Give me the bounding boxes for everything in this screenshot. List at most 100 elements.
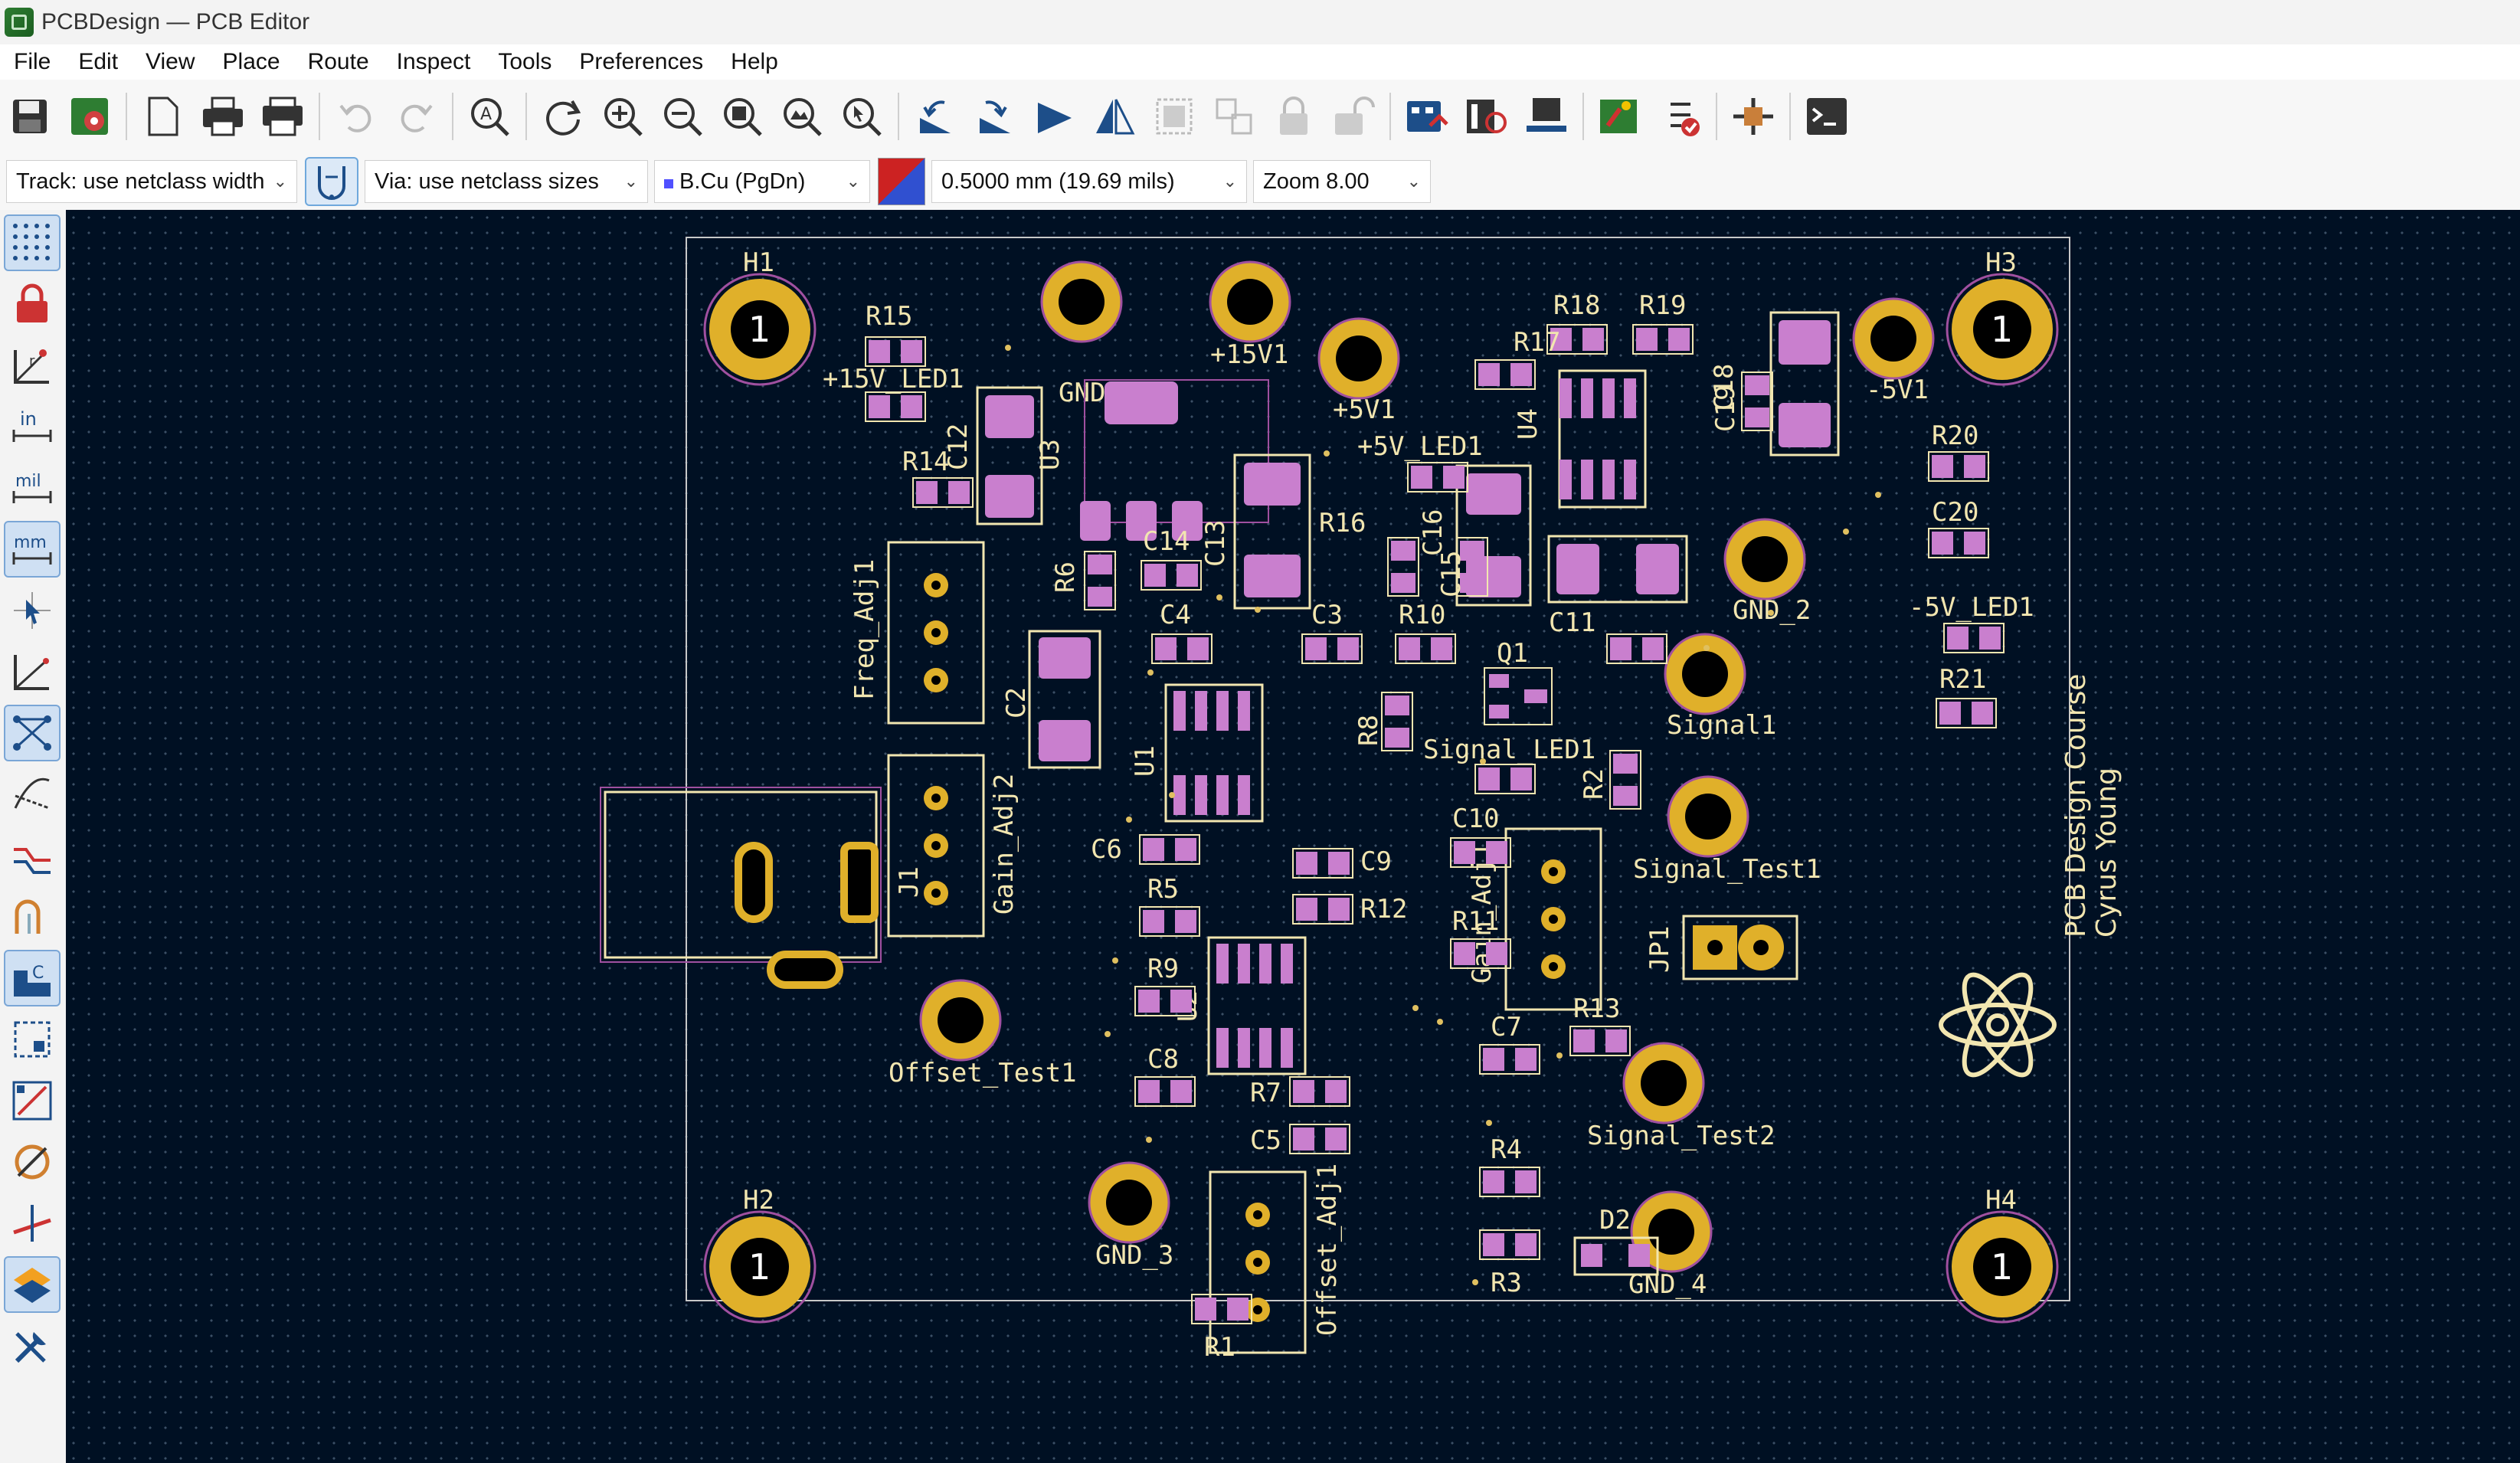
cursor-icon[interactable] <box>4 582 61 639</box>
lock-icon[interactable] <box>1267 90 1321 143</box>
toolbar-separator <box>1716 93 1717 140</box>
menu-route[interactable]: Route <box>307 49 369 74</box>
menu-preferences[interactable]: Preferences <box>579 49 704 74</box>
testpoint-5v1[interactable]: +5V1 <box>1317 317 1400 425</box>
plot-icon[interactable] <box>256 90 309 143</box>
graphics-sketch-icon[interactable] <box>4 1195 61 1252</box>
ic-u3[interactable]: U3 <box>1035 379 1269 541</box>
menu-view[interactable]: View <box>146 49 195 74</box>
layer-select[interactable]: B.Cu (PgDn)⌄ <box>654 160 870 203</box>
ref-signal-led1: Signal_LED1 <box>1423 735 1595 765</box>
pcb-canvas[interactable]: 1 H1 1 H2 1 H3 1 H4 GND_1 <box>66 210 2520 1463</box>
find-icon[interactable]: A <box>463 90 516 143</box>
testpoint-gnd-3[interactable]: GND_3 <box>1088 1161 1173 1271</box>
auto-track-width-icon[interactable] <box>305 157 358 206</box>
mounting-hole-h2[interactable]: 1 H2 <box>703 1185 817 1324</box>
zoom-selection-icon[interactable] <box>835 90 889 143</box>
mounting-hole-h1[interactable]: 1 H1 <box>703 247 817 386</box>
polar-coords-icon[interactable]: r <box>4 337 61 394</box>
units-mm-icon[interactable]: mm <box>4 521 61 578</box>
testpoint-neg5v1[interactable]: -5V1 <box>1852 297 1935 405</box>
properties-icon[interactable] <box>4 1317 61 1374</box>
units-in-icon[interactable]: in <box>4 398 61 455</box>
testpoint-signal-test1[interactable]: Signal_Test1 <box>1633 775 1821 885</box>
drc-icon[interactable] <box>1593 90 1647 143</box>
measure-icon[interactable] <box>4 643 61 700</box>
pot-gain-adj2[interactable]: Gain_Adj2 <box>887 754 1019 938</box>
rotate-cw-icon[interactable] <box>968 90 1022 143</box>
capacitor-c18[interactable]: C18 <box>1709 311 1840 457</box>
svg-text:mm: mm <box>14 533 47 552</box>
vias-sketch-icon[interactable] <box>4 1011 61 1068</box>
menu-tools[interactable]: Tools <box>498 49 552 74</box>
save-icon[interactable] <box>3 90 57 143</box>
menu-place[interactable]: Place <box>222 49 280 74</box>
zoom-fit-icon[interactable] <box>715 90 769 143</box>
ref-c18: C18 <box>1709 364 1739 411</box>
pot-freq-adj1[interactable]: Freq_Adj1 <box>849 541 985 725</box>
layer-pair-icon[interactable] <box>878 158 925 205</box>
connector-j1[interactable]: J1 <box>600 787 925 989</box>
testpoint-gnd-2[interactable]: GND_2 <box>1723 518 1811 626</box>
zoom-in-icon[interactable] <box>596 90 650 143</box>
high-contrast-icon[interactable] <box>4 1134 61 1190</box>
testpoint-gnd-4[interactable]: GND_4 <box>1628 1190 1713 1300</box>
refresh-icon[interactable] <box>536 90 590 143</box>
ratsnest-icon[interactable] <box>4 705 61 761</box>
jumper-jp1[interactable]: JP1 <box>1645 915 1798 980</box>
track-width-select[interactable]: Track: use netclass width⌄ <box>6 160 297 203</box>
net-highlight-icon[interactable] <box>4 827 61 884</box>
group-icon[interactable] <box>1147 90 1201 143</box>
router-icon[interactable] <box>1726 90 1780 143</box>
ref-r11: R11 <box>1452 906 1499 937</box>
filled-zones-icon[interactable] <box>4 889 61 945</box>
testpoint-gnd-1[interactable]: GND_1 <box>1040 260 1137 408</box>
footprint-browser-icon[interactable] <box>1460 90 1514 143</box>
zoom-select[interactable]: Zoom 8.00⌄ <box>1253 160 1431 203</box>
checklist-icon[interactable] <box>1653 90 1707 143</box>
undo-icon[interactable] <box>329 90 383 143</box>
testpoint-offset-test1[interactable]: Offset_Test1 <box>889 979 1077 1088</box>
capacitor-c12[interactable]: C12 <box>943 386 1043 525</box>
mirror-icon[interactable] <box>1088 90 1141 143</box>
ic-u4[interactable]: U4 <box>1513 369 1647 509</box>
via-size-select[interactable]: Via: use netclass sizes⌄ <box>365 160 648 203</box>
menu-inspect[interactable]: Inspect <box>396 49 471 74</box>
grid-dots-icon[interactable] <box>4 214 61 271</box>
testpoint-15v1[interactable]: +15V1 <box>1209 260 1291 370</box>
mounting-hole-h4[interactable]: 1 H4 <box>1946 1185 2059 1324</box>
testpoint-signal1[interactable]: Signal1 <box>1664 633 1776 741</box>
board-setup-icon[interactable] <box>63 90 116 143</box>
menu-bar: File Edit View Place Route Inspect Tools… <box>0 44 2520 80</box>
redo-icon[interactable] <box>389 90 443 143</box>
footprint-editor-icon[interactable] <box>1520 90 1573 143</box>
pads-sketch-icon[interactable]: C <box>4 950 61 1006</box>
units-mil-icon[interactable]: mil <box>4 460 61 516</box>
menu-file[interactable]: File <box>14 49 51 74</box>
page-settings-icon[interactable] <box>136 90 190 143</box>
ic-u1[interactable]: U1 <box>1130 683 1264 823</box>
zoom-out-icon[interactable] <box>656 90 709 143</box>
menu-help[interactable]: Help <box>731 49 778 74</box>
menu-edit[interactable]: Edit <box>78 49 119 74</box>
unlock-icon[interactable] <box>1327 90 1380 143</box>
rotate-ccw-icon[interactable] <box>908 90 962 143</box>
scripting-console-icon[interactable] <box>1800 90 1854 143</box>
ungroup-icon[interactable] <box>1207 90 1261 143</box>
capacitor-c13[interactable]: C13 <box>1200 453 1311 610</box>
mounting-hole-h3[interactable]: 1 H3 <box>1946 247 2059 386</box>
grid-select[interactable]: 0.5000 mm (19.69 mils)⌄ <box>931 160 1247 203</box>
capacitor-c2[interactable]: C2 <box>1001 630 1101 769</box>
lock-icon[interactable] <box>4 276 61 332</box>
layers-manager-icon[interactable] <box>4 1256 61 1313</box>
tracks-sketch-icon[interactable] <box>4 1072 61 1129</box>
testpoint-signal-test2[interactable]: Signal_Test2 <box>1587 1042 1775 1151</box>
ref-r8: R8 <box>1353 715 1384 746</box>
flip-icon[interactable] <box>1028 90 1082 143</box>
print-icon[interactable] <box>196 90 250 143</box>
capacitor-c11[interactable]: C11 <box>1547 535 1688 638</box>
curved-ratsnest-icon[interactable] <box>4 766 61 823</box>
ic-u2[interactable]: U2 <box>1173 936 1307 1075</box>
netlist-icon[interactable] <box>1400 90 1454 143</box>
zoom-objects-icon[interactable] <box>775 90 829 143</box>
